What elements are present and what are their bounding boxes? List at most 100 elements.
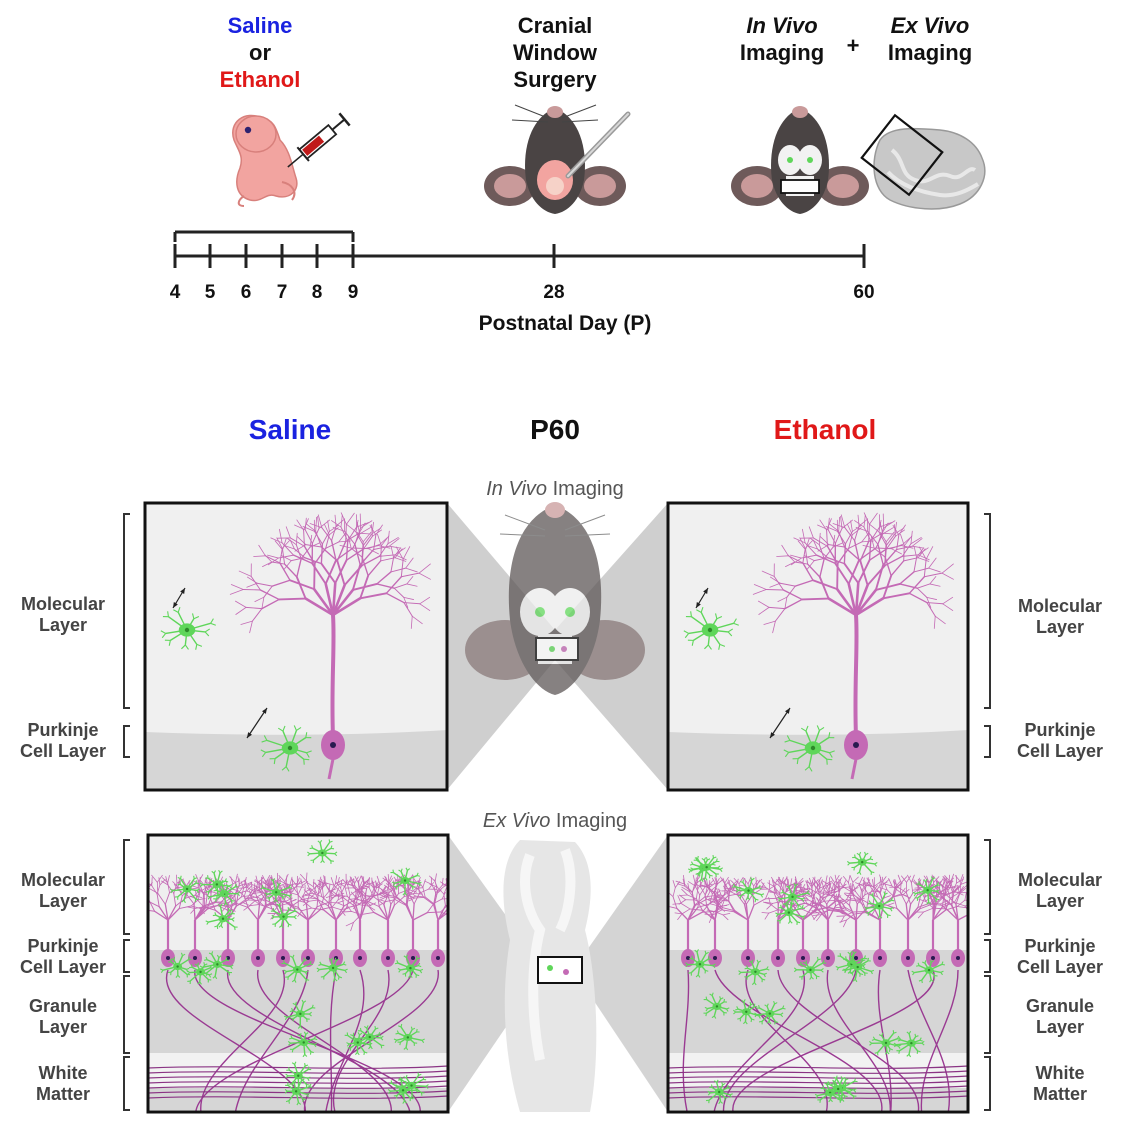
bergmann-glia-icon — [307, 839, 338, 864]
layer-text: Granule — [28, 996, 98, 1016]
bergmann-glia-icon — [683, 606, 739, 650]
bergmann-glia-icon — [869, 1030, 902, 1056]
tick-label-60: 60 — [853, 282, 875, 303]
bergmann-glia-icon — [316, 957, 348, 982]
in-vivo-imaging-label: In Vivo Imaging — [722, 12, 842, 66]
bergmann-glia-icon — [393, 1023, 425, 1051]
layer-text: Purkinje — [1024, 936, 1096, 956]
tick-label-9: 9 — [347, 282, 359, 303]
bergmann-glia-icon — [169, 875, 200, 904]
bergmann-glia-icon — [160, 952, 192, 978]
bergmann-glia-icon — [199, 869, 233, 898]
treatment-label: Saline or Ethanol — [200, 12, 320, 93]
scalpel-icon — [565, 111, 631, 179]
layer-molecular-top-right: Molecular Layer — [1005, 596, 1115, 638]
bergmann-glia-icon — [685, 949, 716, 978]
layer-text: Purkinje — [27, 720, 99, 740]
timeline-illustrations — [232, 104, 986, 214]
layer-text: Cell Layer — [19, 957, 107, 977]
syringe-icon — [287, 112, 351, 168]
bergmann-glia-icon — [394, 954, 424, 979]
bergmann-glia-icon — [287, 1031, 318, 1058]
saline-title: Saline — [248, 414, 332, 445]
layer-text: Matter — [1032, 1084, 1087, 1104]
layer-white-bottom-right: White Matter — [1005, 1063, 1115, 1105]
tick-label-4: 4 — [169, 282, 181, 303]
layer-molecular-top-left: Molecular Layer — [8, 594, 118, 636]
purkinje-neuron-icon — [752, 512, 954, 780]
tick-label-7: 7 — [276, 282, 288, 303]
purkinje-neuron-icon — [229, 512, 431, 780]
p60-title: P60 — [530, 414, 580, 445]
layer-text: Layer — [1035, 891, 1085, 911]
in-vivo-subtitle: In Vivo Imaging — [440, 478, 670, 501]
bergmann-glia-icon — [260, 725, 312, 772]
bergmann-glia-icon — [731, 877, 765, 903]
surgery-label: Cranial Window Surgery — [485, 12, 625, 93]
timeline-line — [173, 230, 866, 268]
bergmann-glia-icon — [187, 962, 214, 985]
center-slice-icon — [503, 840, 597, 1112]
bergmann-glia-icon — [160, 606, 216, 650]
surgery-line-2: Window — [512, 40, 598, 65]
ex-vivo-imaging-label: Ex Vivo Imaging — [870, 12, 990, 66]
surgery-line-1: Cranial — [517, 13, 593, 38]
bergmann-glia-icon — [387, 1077, 419, 1104]
layer-text: White — [1035, 1063, 1085, 1083]
or-label: or — [249, 40, 271, 65]
mouse-head-icon — [484, 104, 626, 214]
bergmann-glia-icon — [911, 959, 945, 984]
bergmann-glia-icon — [703, 992, 730, 1019]
tick-label-5: 5 — [204, 282, 216, 303]
saline-label: Saline — [227, 13, 293, 38]
center-mouse-icon — [465, 502, 645, 695]
layer-text: Layer — [38, 1017, 88, 1037]
layer-text: Matter — [35, 1084, 90, 1104]
surgery-line-3: Surgery — [513, 67, 597, 92]
projection-cone-bottom-right — [580, 835, 668, 1112]
bergmann-glia-icon — [864, 891, 895, 919]
layer-text: Cell Layer — [1016, 741, 1104, 761]
layer-white-bottom-left: White Matter — [8, 1063, 118, 1105]
in-vivo-text: In Vivo — [746, 13, 818, 38]
layer-granule-bottom-left: Granule Layer — [8, 996, 118, 1038]
layer-text: Layer — [38, 615, 88, 635]
layer-purkinje-bottom-right: Purkinje Cell Layer — [1005, 936, 1115, 978]
projection-cone-bottom-left — [448, 835, 538, 1112]
bergmann-glia-icon — [705, 1079, 733, 1105]
layer-purkinje-top-right: Purkinje Cell Layer — [1005, 720, 1115, 762]
tick-label-28: 28 — [543, 282, 565, 303]
layer-text: Layer — [1035, 617, 1085, 637]
layer-molecular-bottom-left: Molecular Layer — [8, 870, 118, 912]
layer-text: Granule — [1025, 996, 1095, 1016]
in-vivo-subtitle-italic: In Vivo — [486, 478, 548, 500]
in-vivo-suffix: Imaging — [739, 40, 825, 65]
bergmann-glia-icon — [893, 1030, 925, 1058]
bergmann-glia-icon — [690, 854, 724, 881]
in-vivo-panel-ethanol — [668, 503, 968, 790]
layer-text: Purkinje — [1024, 720, 1096, 740]
bergmann-glia-icon — [733, 999, 762, 1025]
layer-text: Molecular — [20, 870, 106, 890]
plus-label: + — [846, 33, 860, 58]
layer-text: White — [38, 1063, 88, 1083]
layer-molecular-bottom-right: Molecular Layer — [1005, 870, 1115, 912]
bergmann-glia-icon — [281, 954, 314, 983]
bergmann-glia-icon — [390, 867, 422, 896]
ex-vivo-subtitle-italic: Ex Vivo — [482, 810, 551, 832]
panels-svg — [123, 501, 991, 1114]
bergmann-glia-icon — [846, 851, 878, 875]
pup-icon — [232, 114, 298, 207]
ex-vivo-suffix: Imaging — [887, 40, 973, 65]
in-vivo-panel-saline — [145, 503, 447, 790]
bergmann-glia-icon — [283, 999, 316, 1029]
bergmann-glia-icon — [843, 953, 875, 983]
ex-vivo-panel-saline — [148, 835, 448, 1112]
bergmann-glia-icon — [270, 902, 298, 929]
ethanol-label: Ethanol — [219, 67, 301, 92]
ex-vivo-panel-saline-frame — [146, 833, 450, 1114]
layer-brackets — [123, 513, 991, 1111]
bergmann-glia-icon — [353, 1025, 385, 1050]
bergmann-glia-icon — [206, 879, 240, 906]
timeline-axis — [173, 230, 866, 268]
